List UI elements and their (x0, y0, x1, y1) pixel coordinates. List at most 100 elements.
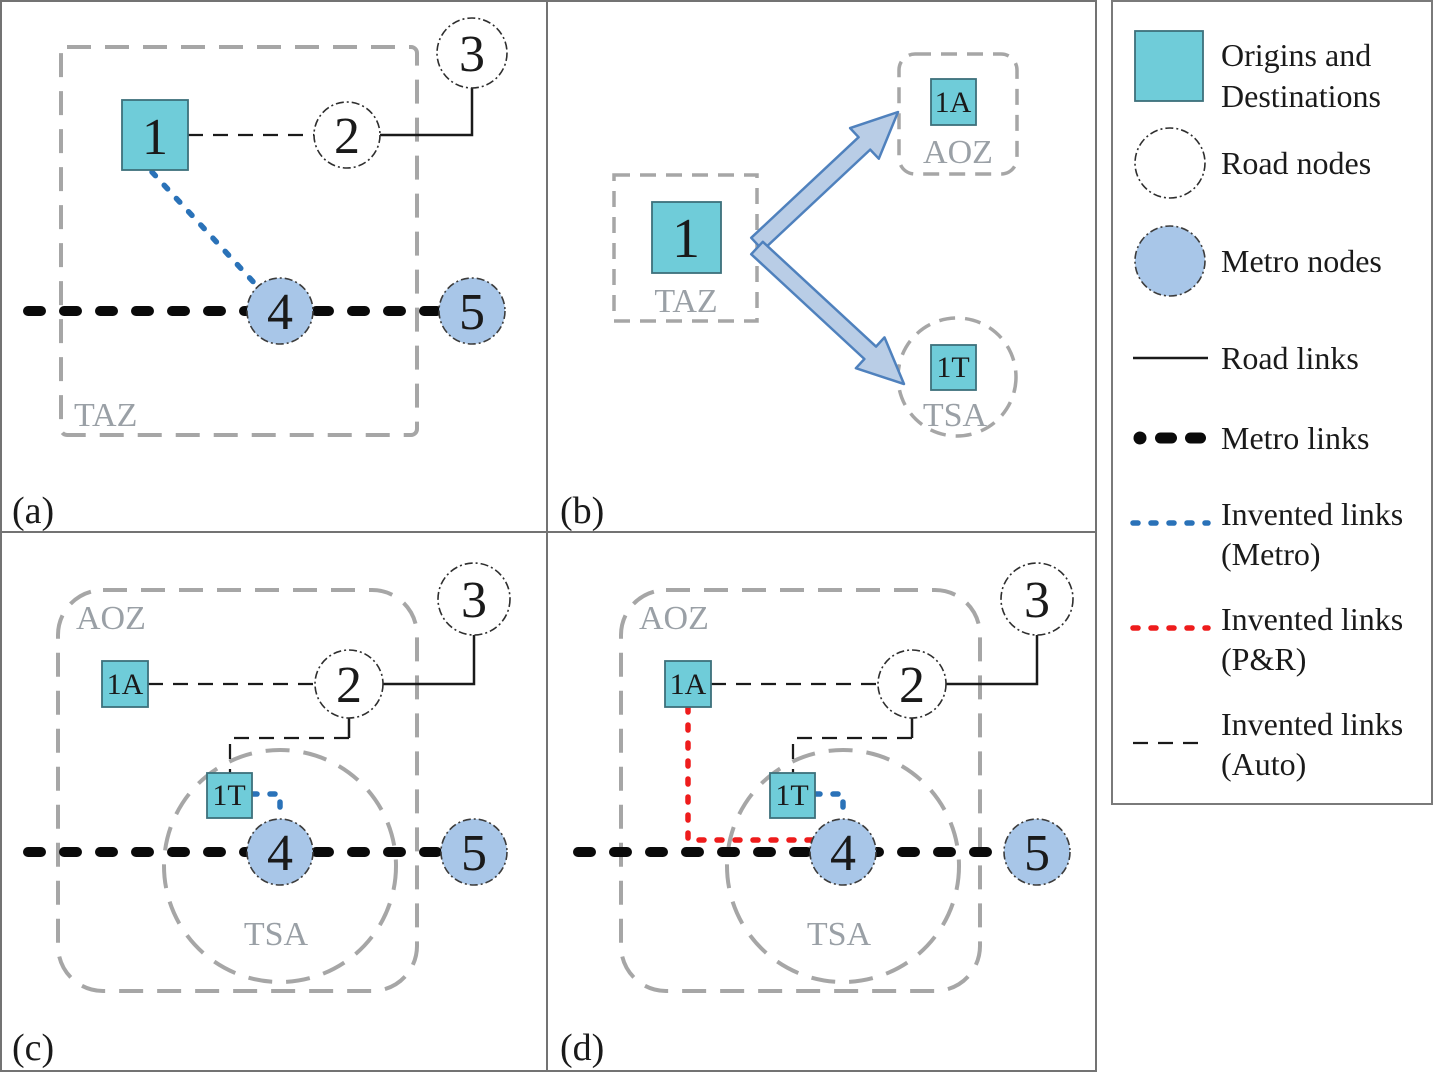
legend-item-label: Origins and (1221, 37, 1371, 73)
legend-item-label: Road links (1221, 340, 1359, 376)
node-3: 3 (436, 17, 508, 89)
taz-zone-label: TAZ (654, 283, 717, 320)
legend-item-label: (Metro) (1221, 536, 1321, 572)
node-4-label: 4 (267, 284, 293, 341)
legend-canvas: Origins and Destinations Road nodes Metr… (1130, 30, 1403, 782)
node-1: 1 (651, 201, 722, 274)
legend-item-label: Road nodes (1221, 145, 1371, 181)
panel-b: TAZ AOZ TSA 1 1A 1T (b) (546, 0, 1097, 533)
od-square-1t (206, 772, 253, 819)
aoz-zone-label: AOZ (639, 600, 709, 637)
legend-item-label: (P&R) (1221, 641, 1306, 677)
node-2: 2 (314, 649, 384, 719)
node-5-label: 5 (461, 825, 487, 882)
node-5: 5 (1003, 818, 1071, 886)
node-1: 1 (121, 99, 189, 171)
node-5-label: 5 (459, 284, 485, 341)
node-1a: 1A (664, 660, 712, 708)
invented-metro-link-1t-4 (249, 791, 283, 822)
node-1-label: 1 (672, 208, 700, 270)
origins-destinations-swatch (1134, 30, 1204, 102)
node-1a-label: 1A (107, 668, 144, 701)
metro-node-4 (809, 818, 877, 886)
demand-split-arrow-to-tsa (749, 240, 906, 386)
node-1t: 1T (769, 772, 816, 819)
od-square-1t (930, 344, 977, 391)
panel-d-label: (d) (560, 1027, 604, 1069)
metro-node-4 (246, 277, 314, 345)
od-square-1a (930, 78, 977, 126)
road-node-3 (436, 17, 508, 89)
legend-item-label: (Auto) (1221, 746, 1306, 782)
node-4: 4 (246, 277, 314, 345)
demand-split-arrow-to-aoz (749, 110, 900, 252)
node-3: 3 (437, 562, 511, 636)
road-node-3 (1000, 562, 1074, 636)
metro-node-5 (438, 277, 506, 345)
road-nodes-swatch (1134, 127, 1206, 199)
invented-auto-link-2-1t (228, 736, 349, 773)
od-square-1a (664, 660, 712, 708)
aoz-zone-label: AOZ (923, 134, 993, 171)
road-link-2-3 (946, 635, 1039, 686)
road-link-2-3 (383, 635, 476, 686)
node-1a: 1A (930, 78, 977, 126)
legend-item-label: Invented links (1221, 706, 1403, 742)
node-2-label: 2 (334, 108, 360, 165)
node-2-label: 2 (899, 657, 925, 714)
legend: Origins and Destinations Road nodes Metr… (1111, 0, 1433, 805)
legend-item-label: Metro nodes (1221, 243, 1382, 279)
panel-c-label: (c) (12, 1027, 54, 1069)
node-5: 5 (440, 818, 508, 886)
od-square-1a (101, 660, 149, 708)
aoz-zone-outline (619, 588, 982, 993)
road-link-2-3 (380, 88, 474, 137)
metro-node-5 (1003, 818, 1071, 886)
invented-metro-link-1t-4 (812, 791, 846, 822)
metro-links-swatch (1133, 431, 1206, 445)
aoz-zone-outline (56, 588, 419, 993)
metro-node-5 (440, 818, 508, 886)
road-node-2 (314, 649, 384, 719)
node-1a-label: 1A (670, 668, 707, 701)
node-3-label: 3 (459, 26, 485, 83)
taz-zone-outline (59, 45, 419, 437)
tsa-zone-label: TSA (807, 916, 872, 953)
node-2: 2 (313, 101, 381, 169)
od-square-1 (651, 201, 722, 274)
node-1t-label: 1T (212, 779, 245, 812)
legend-item-label: Invented links (1221, 496, 1403, 532)
aoz-zone-outline (897, 52, 1019, 176)
legend-item-label: Metro links (1221, 420, 1369, 456)
panel-a: TAZ 1 2 3 4 (0, 0, 548, 533)
road-node-2 (313, 101, 381, 169)
panel-d-canvas: AOZ TSA 1A 2 3 (560, 562, 1074, 1069)
node-3-label: 3 (461, 572, 487, 629)
panel-c-canvas: AOZ TSA 1A 2 3 (12, 562, 511, 1069)
panel-a-label: (a) (12, 490, 54, 531)
taz-zone-label: TAZ (74, 397, 137, 434)
metro-node-4 (246, 818, 314, 886)
panel-d: AOZ TSA 1A 2 3 (546, 531, 1097, 1072)
node-5-label: 5 (1024, 825, 1050, 882)
panel-b-label: (b) (560, 490, 604, 531)
node-1t-label: 1T (775, 779, 808, 812)
node-1t: 1T (930, 344, 977, 391)
node-1a: 1A (101, 660, 149, 708)
node-1t-label: 1T (936, 351, 969, 384)
node-2-label: 2 (336, 657, 362, 714)
node-1t: 1T (206, 772, 253, 819)
node-3-label: 3 (1024, 572, 1050, 629)
panel-a-canvas: TAZ 1 2 3 4 (12, 17, 508, 531)
metro-nodes-swatch (1134, 225, 1206, 297)
node-1-label: 1 (142, 109, 168, 166)
od-square-1 (121, 99, 189, 171)
node-4: 4 (246, 818, 314, 886)
node-2: 2 (877, 649, 947, 719)
node-4-label: 4 (830, 825, 856, 882)
invented-metro-link-1-4 (149, 169, 261, 290)
legend-item-label: Destinations (1221, 78, 1381, 114)
invented-auto-link-2-1t (791, 736, 912, 773)
road-node-2 (877, 649, 947, 719)
